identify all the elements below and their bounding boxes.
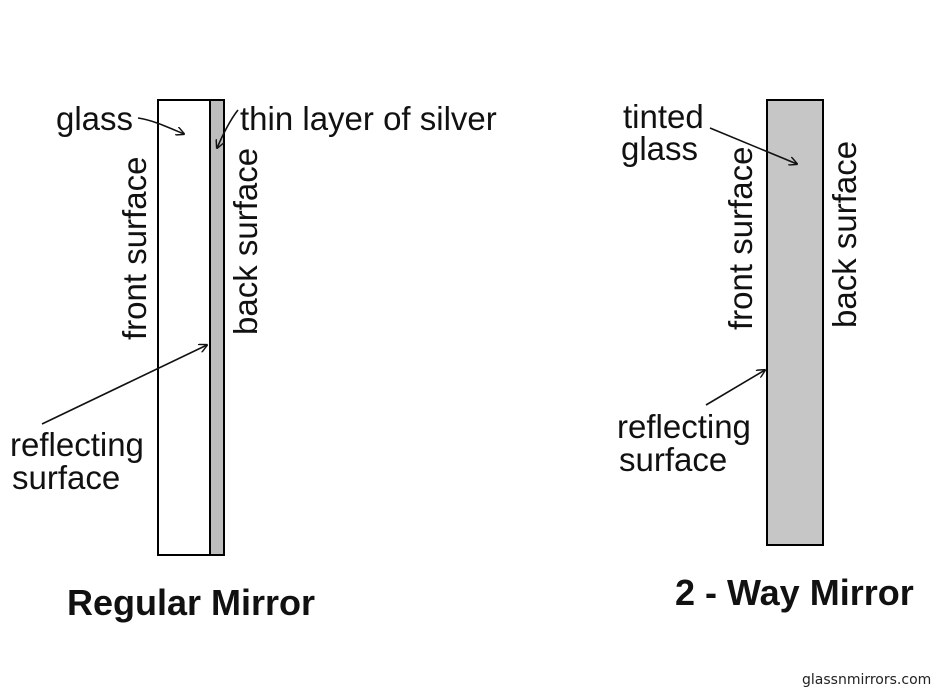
tinted-arrow: [709, 127, 797, 164]
regular-glass-pane: [157, 99, 211, 556]
two-way-mirror-title: 2 - Way Mirror: [675, 572, 914, 613]
two-way-back-surface-label: back surface: [826, 141, 863, 328]
regular-mirror-title: Regular Mirror: [67, 582, 315, 623]
regular-reflecting-arrow: [41, 345, 207, 425]
glass-arrow: [137, 117, 184, 134]
two-way-front-surface-label: front surface: [722, 147, 759, 330]
regular-reflecting-label-line2: surface: [12, 459, 120, 496]
two-way-reflecting-label-line2: surface: [619, 441, 727, 478]
tinted-glass-pane: [766, 99, 824, 546]
silver-label: thin layer of silver: [240, 100, 497, 137]
two-way-mirror: tinted glass front surface back surface …: [617, 98, 914, 613]
regular-reflecting-label-line1: reflecting: [10, 426, 144, 463]
tinted-label-line2: glass: [621, 130, 698, 167]
site-watermark: glassnmirrors.com: [802, 672, 931, 688]
tinted-label-line1: tinted: [623, 98, 704, 135]
regular-mirror: glass thin layer of silver front surface…: [10, 99, 497, 623]
silver-arrow: [217, 109, 239, 148]
two-way-reflecting-label-line1: reflecting: [617, 408, 751, 445]
two-way-reflecting-arrow: [705, 370, 765, 406]
silver-layer: [209, 99, 225, 556]
regular-front-surface-label: front surface: [116, 157, 153, 340]
glass-label: glass: [56, 100, 133, 137]
regular-back-surface-label: back surface: [227, 148, 264, 335]
